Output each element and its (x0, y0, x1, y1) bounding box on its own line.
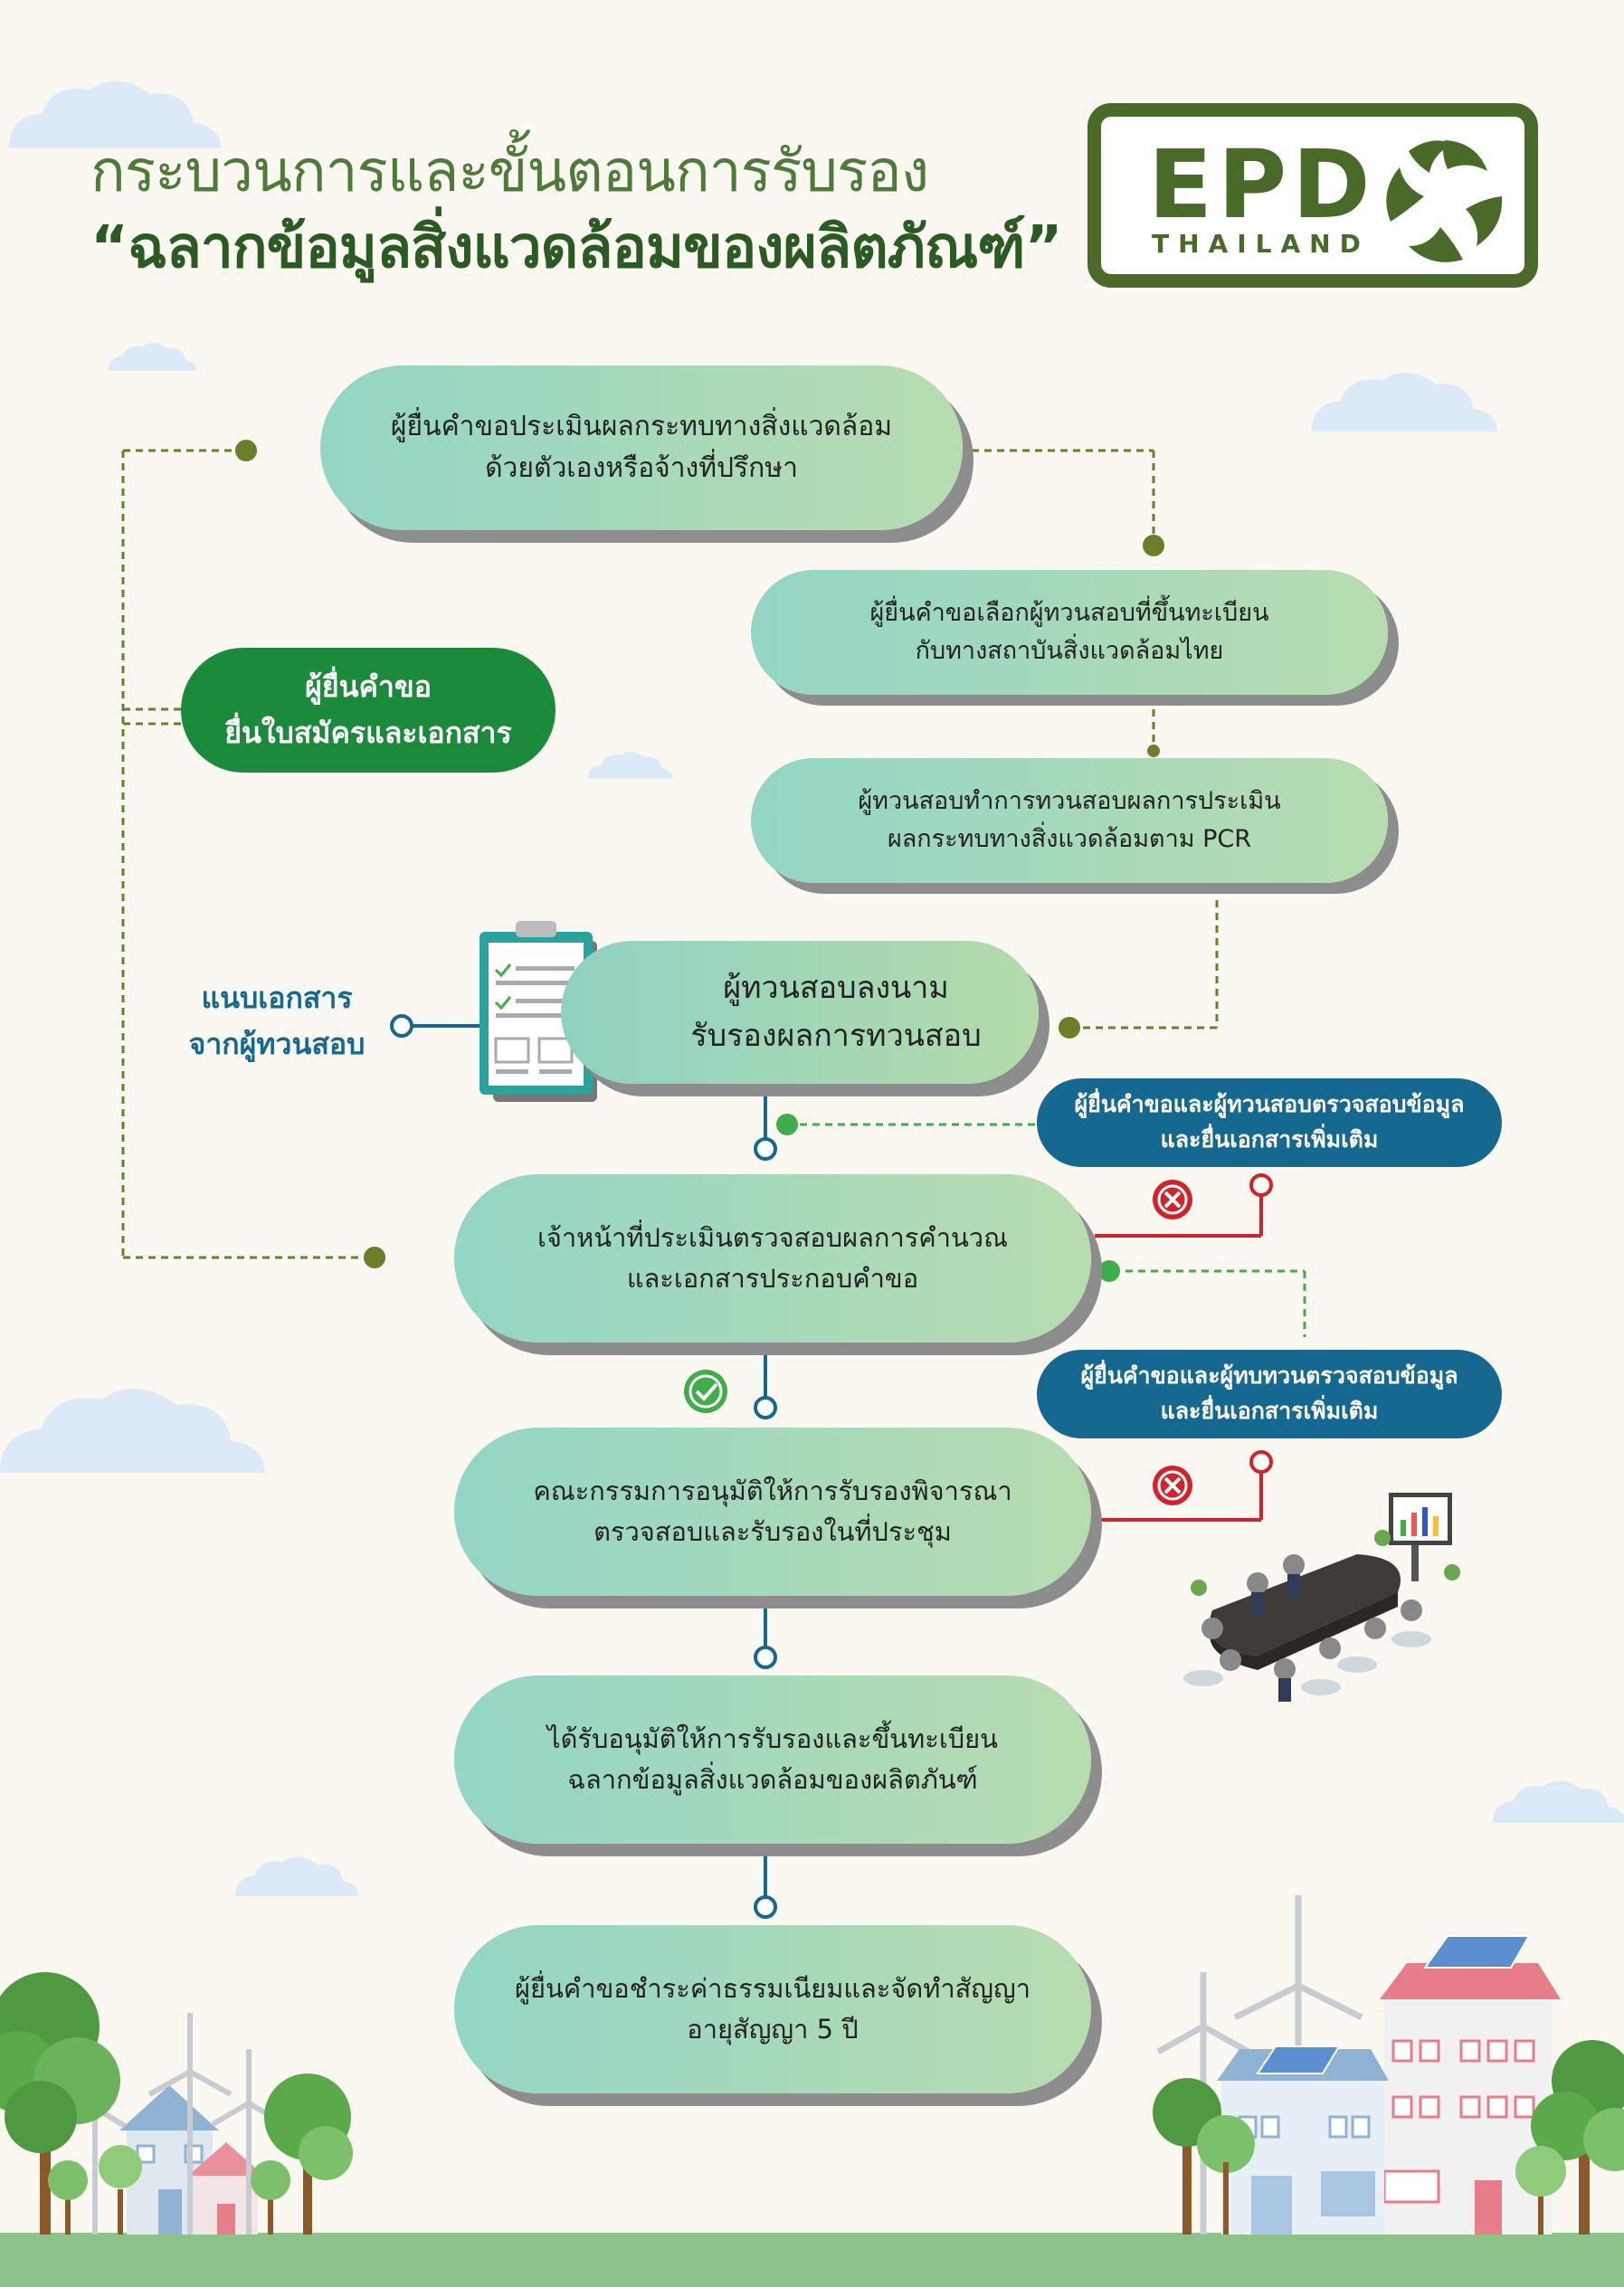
attach-document-label: แนบเอกสาร จากผู้ทวนสอบ (159, 975, 394, 1068)
page-title-line1: กระบวนการและขั้นตอนการรับรอง (90, 138, 929, 205)
step-1-line1: ผู้ยื่นคำขอประเมินผลกระทบทางสิ่งแวดล้อม (390, 410, 893, 442)
check-circle-icon (684, 1370, 727, 1413)
cloud-icon (1312, 372, 1497, 432)
cloud-icon (109, 342, 197, 371)
step-7-registration: ได้รับอนุมัติให้การรับรองและขึ้นทะเบียนฉ… (454, 1675, 1091, 1844)
house-icon (119, 2085, 264, 2235)
logo-main-text: EPD (1148, 129, 1376, 240)
cloud-icon (235, 1856, 359, 1896)
applicant-line1: ผู้ยื่นคำขอ (305, 669, 432, 704)
logo-sub-text: THAILAND (1152, 229, 1370, 259)
step-5-line2: และเอกสารประกอบคำขอ (626, 1263, 919, 1294)
step-3-verify-assessment: ผู้ทวนสอบทำการทวนสอบผลการประเมินผลกระทบท… (751, 758, 1388, 883)
step-8-line2: อายุสัญญา 5 ปี (687, 2014, 859, 2045)
cross-circle-icon (1153, 1180, 1192, 1219)
feedback-1-line1: ผู้ยื่นคำขอและผู้ทวนสอบตรวจสอบข้อมูล (1074, 1091, 1465, 1118)
leaf-cycle-icon (1386, 140, 1503, 262)
feedback-1-line2: และยื่นเอกสารเพิ่มเติม (1160, 1126, 1379, 1153)
feedback-box-1: ผู้ยื่นคำขอและผู้ทวนสอบตรวจสอบข้อมูล และ… (1037, 1078, 1502, 1167)
step-5-officer-review: เจ้าหน้าที่ประเมินตรวจสอบผลการคำนวณและเอ… (454, 1174, 1091, 1343)
ground (0, 2233, 1624, 2287)
step-7-line1: ได้รับอนุมัติให้การรับรองและขึ้นทะเบียน (547, 1723, 998, 1755)
tree-icon (0, 1972, 353, 2235)
feedback-box-2: ผู้ยื่นคำขอและผู้ทบทวนตรวจสอบข้อมูล และย… (1037, 1350, 1502, 1438)
attach-line2: จากผู้ทวนสอบ (188, 1027, 366, 1062)
step-8-line1: ผู้ยื่นคำขอชำระค่าธรรมเนียมและจัดทำสัญญา (514, 1973, 1031, 2005)
step-6-committee-approval: คณะกรรมการอนุมัติให้การรับรองพิจารณาตรวจ… (454, 1428, 1091, 1596)
applicant-line2: ยื่นใบสมัครและเอกสาร (224, 716, 512, 750)
feedback-2-line2: และยื่นเอกสารเพิ่มเติม (1160, 1398, 1379, 1424)
step-4-line1: ผู้ทวนสอบลงนาม (723, 970, 949, 1007)
step-6-line1: คณะกรรมการอนุมัติให้การรับรองพิจารณา (533, 1476, 1012, 1507)
tree-icon (1153, 2040, 1624, 2235)
applicant-submit-box: ผู้ยื่นคำขอ ยื่นใบสมัครและเอกสาร (181, 648, 556, 773)
step-8-fee-contract: ผู้ยื่นคำขอชำระค่าธรรมเนียมและจัดทำสัญญา… (454, 1925, 1091, 2093)
cloud-icon (588, 751, 673, 779)
step-1-self-assessment: ผู้ยื่นคำขอประเมินผลกระทบทางสิ่งแวดล้อมด… (320, 365, 963, 530)
page-title-line2: “ฉลากข้อมูลสิ่งแวดล้อมของผลิตภัณฑ์” (90, 214, 1063, 281)
meeting-room-icon (1183, 1493, 1460, 1702)
epd-thailand-logo: EPD THAILAND (1087, 103, 1538, 288)
solar-panel-icon (1256, 1935, 1531, 2074)
step-3-line2: ผลกระทบทางสิ่งแวดล้อมตาม PCR (887, 825, 1252, 853)
step-6-line2: ตรวจสอบและรับรองในที่ประชุม (594, 1516, 952, 1547)
step-1-line2: ด้วยตัวเองหรือจ้างที่ปรึกษา (485, 452, 798, 484)
step-2-line2: กับทางสถาบันสิ่งแวดล้อมไทย (915, 637, 1224, 665)
step-3-line1: ผู้ทวนสอบทำการทวนสอบผลการประเมิน (858, 787, 1281, 816)
attach-line1: แนบเอกสาร (201, 981, 353, 1015)
cloud-icon (0, 1388, 265, 1473)
feedback-2-line1: ผู้ยื่นคำขอและผู้ทบทวนตรวจสอบข้อมูล (1080, 1362, 1458, 1390)
step-5-line1: เจ้าหน้าที่ประเมินตรวจสอบผลการคำนวณ (537, 1222, 1009, 1254)
cloud-icon (1493, 1780, 1624, 1823)
step-7-line2: ฉลากข้อมูลสิ่งแวดล้อมของผลิตภันฑ์ (567, 1764, 978, 1795)
step-2-line1: ผู้ยื่นคำขอเลือกผู้ทวนสอบที่ขึ้นทะเบียน (869, 599, 1269, 628)
step-4-line2: รับรองผลการทวนสอบ (690, 1018, 982, 1054)
step-2-select-verifier: ผู้ยื่นคำขอเลือกผู้ทวนสอบที่ขึ้นทะเบียนก… (751, 570, 1388, 695)
step-4-verifier-sign: ผู้ทวนสอบลงนามรับรองผลการทวนสอบ (561, 941, 1039, 1084)
cross-circle-icon (1153, 1466, 1192, 1505)
